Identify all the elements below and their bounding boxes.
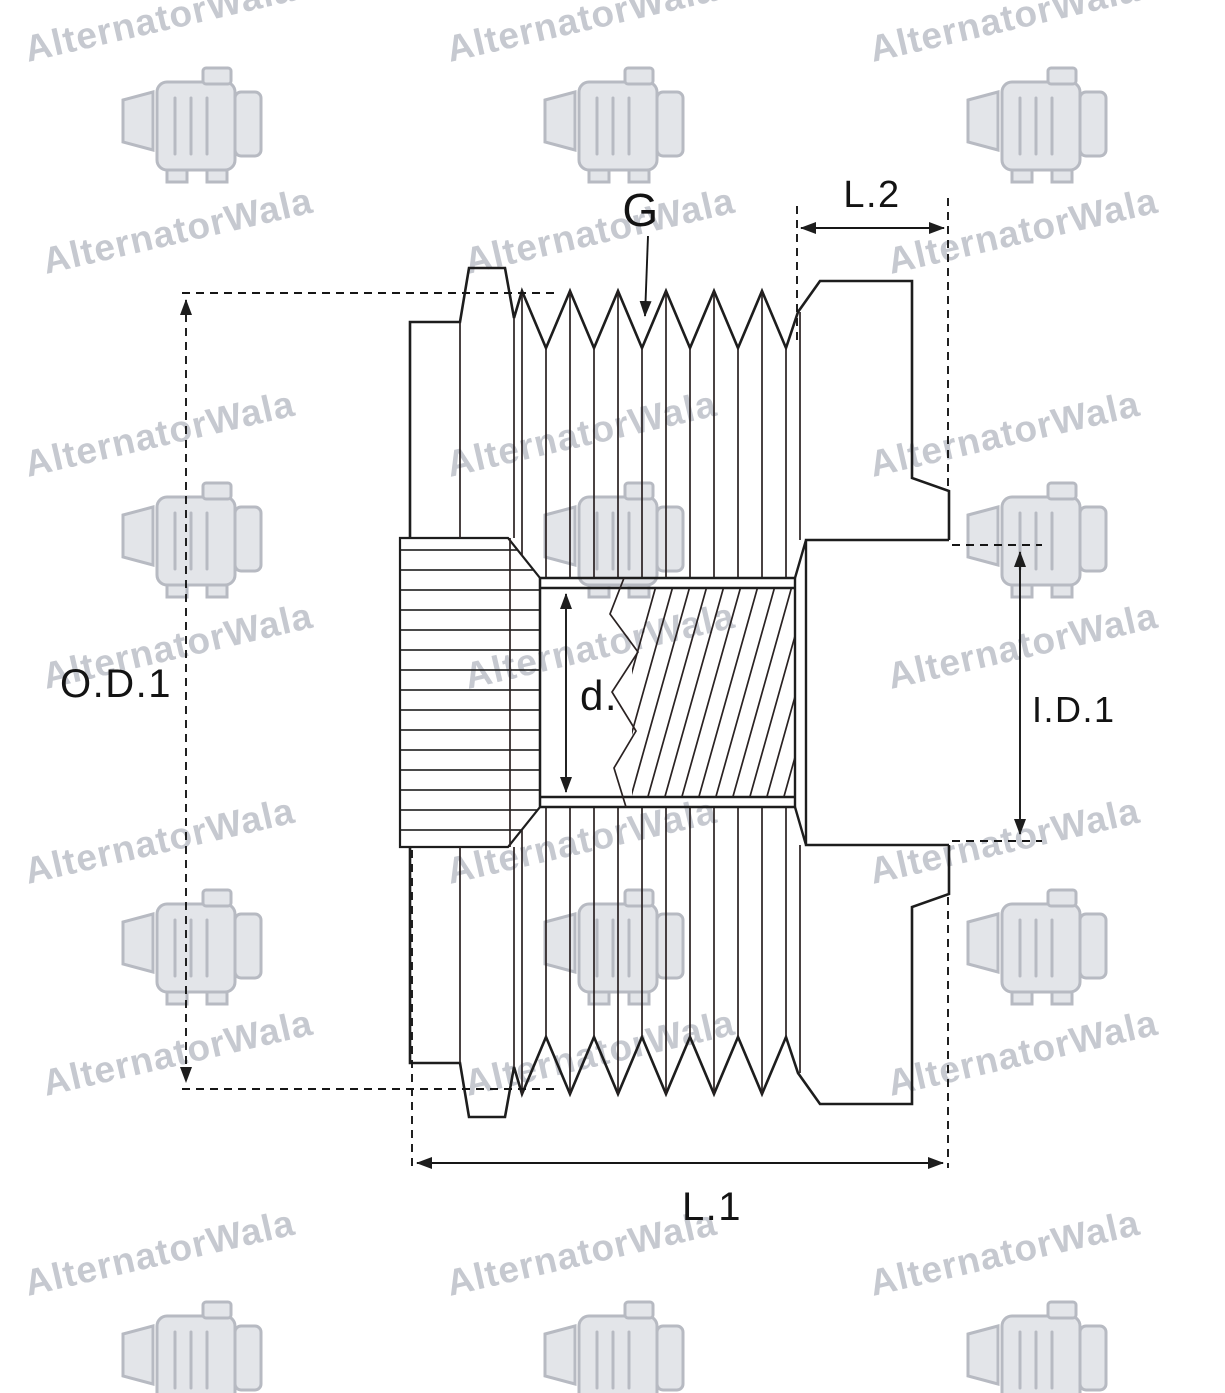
watermark-tile — [19, 381, 319, 699]
pulley-drawing — [398, 266, 951, 1119]
watermark-tile — [864, 0, 1164, 284]
dim-od1-label: O.D.1 — [60, 662, 172, 706]
dim-id1-label: I.D.1 — [1032, 689, 1116, 730]
groove-section-lines-bottom — [459, 807, 801, 1094]
bore-walls — [538, 576, 797, 809]
thread-hatching — [632, 589, 794, 796]
watermark-tile — [864, 1200, 1164, 1393]
watermark-tile — [19, 0, 319, 284]
watermark-tile — [441, 1200, 741, 1393]
break-line — [609, 577, 640, 808]
groove-callout-leader — [639, 235, 652, 317]
watermark-tile — [19, 788, 319, 1106]
pulley-outline-bottom — [408, 845, 951, 1119]
dim-l1-label: L.1 — [682, 1185, 742, 1229]
groove-callout-g-label: G — [622, 184, 659, 236]
pulley-outline-top — [408, 266, 951, 540]
watermark-tile — [864, 788, 1164, 1106]
watermark-tile — [19, 1200, 319, 1393]
groove-section-lines-top — [459, 291, 801, 578]
dim-d-label: d. — [580, 672, 618, 719]
dimension-annotations: O.D.1 L.2 G d. I.D.1 L.1 — [60, 174, 1116, 1229]
watermark-tile — [441, 0, 741, 284]
cup-inner-edges — [793, 538, 949, 847]
hub-hatched-block — [398, 536, 542, 849]
dim-l2-label: L.2 — [843, 174, 900, 216]
